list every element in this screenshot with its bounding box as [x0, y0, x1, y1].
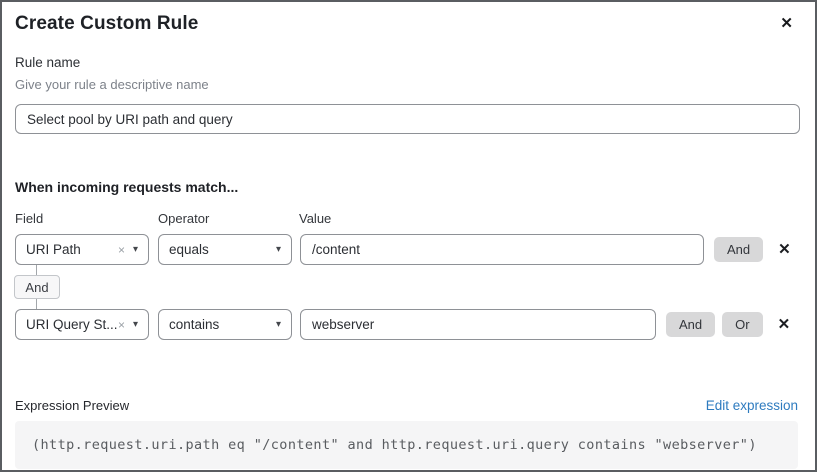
row-joiner: And	[14, 265, 793, 309]
chevron-down-icon: ▾	[132, 318, 138, 330]
edit-expression-link[interactable]: Edit expression	[705, 398, 798, 413]
rule-name-label: Rule name	[15, 55, 81, 70]
joiner-line-top	[36, 265, 37, 275]
and-connector-button[interactable]: And	[666, 312, 716, 337]
condition-column-labels: Field Operator Value	[15, 211, 793, 226]
operator-select[interactable]: equals ▾	[158, 234, 292, 265]
dialog-header: Create Custom Rule ✕	[15, 13, 793, 35]
rule-name-helper-text: Give your rule a descriptive name	[15, 77, 209, 92]
field-select[interactable]: URI Path × ▾	[15, 234, 149, 265]
field-column-label: Field	[15, 211, 44, 226]
operator-select[interactable]: contains ▾	[158, 309, 292, 340]
chevron-down-icon: ▾	[275, 318, 281, 330]
remove-condition-icon[interactable]: ✕	[778, 241, 791, 258]
rule-name-input[interactable]	[15, 104, 800, 134]
remove-condition-icon[interactable]: ✕	[777, 316, 791, 333]
clear-icon[interactable]: ×	[117, 242, 125, 257]
value-input[interactable]	[300, 309, 656, 340]
chevron-down-icon: ▾	[275, 243, 281, 255]
value-column-label: Value	[299, 211, 332, 226]
expression-preview-code: (http.request.uri.path eq "/content" and…	[15, 421, 798, 469]
expression-preview-label: Expression Preview	[15, 398, 130, 413]
expression-preview-header: Expression Preview Edit expression	[15, 398, 798, 413]
operator-column-label: Operator	[158, 211, 210, 226]
page-title: Create Custom Rule	[15, 13, 199, 34]
match-section-heading: When incoming requests match...	[15, 179, 239, 195]
condition-row: URI Query St... × ▾ contains ▾ And Or ✕	[15, 309, 793, 340]
or-connector-button[interactable]: Or	[722, 312, 763, 337]
joiner-line-bottom	[36, 299, 37, 309]
condition-row: URI Path × ▾ equals ▾ And ✕	[15, 234, 793, 265]
field-select[interactable]: URI Query St... × ▾	[15, 309, 149, 340]
operator-select-value: contains	[169, 317, 220, 332]
value-input[interactable]	[300, 234, 704, 265]
joiner-and-badge: And	[14, 275, 60, 299]
and-connector-button[interactable]: And	[714, 237, 764, 262]
clear-icon[interactable]: ×	[117, 317, 125, 332]
chevron-down-icon: ▾	[132, 243, 138, 255]
operator-select-value: equals	[169, 242, 209, 257]
field-select-value: URI Path	[26, 242, 81, 257]
field-select-value: URI Query St...	[26, 317, 118, 332]
close-icon[interactable]: ✕	[780, 15, 793, 32]
